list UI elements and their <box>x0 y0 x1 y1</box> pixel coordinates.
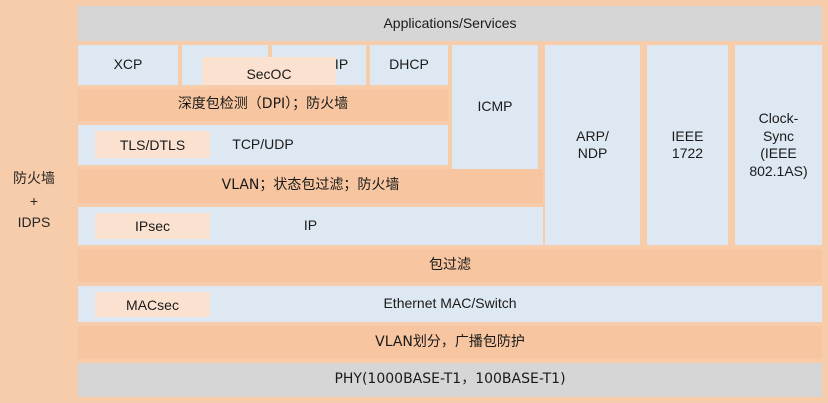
protocol-box-arp-ndp: ARP/ NDP <box>545 45 640 245</box>
band-vlan-stateful: VLAN；状态包过滤；防火墙 <box>78 169 543 203</box>
protocol-box-xcp: XCP <box>78 45 178 85</box>
protocol-label-arp-ndp: ARP/ NDP <box>576 127 609 162</box>
protocol-box-ieee1722: IEEE 1722 <box>647 45 728 245</box>
band-dpi-label: 深度包检测（DPI）；防火墙 <box>177 96 349 113</box>
band-packet-filter-label: 包过滤 <box>429 256 471 273</box>
protocol-label-icmp: ICMP <box>477 98 513 115</box>
protocol-label-xcp: XCP <box>113 56 143 73</box>
sidebar-label-line3: IDPS <box>17 214 51 231</box>
transport-label-tcp-udp: TCP/UDP <box>232 136 294 153</box>
secoc-overlay: SecOC <box>202 57 336 85</box>
band-vlan-broadcast: VLAN划分，广播包防护 <box>78 326 822 359</box>
applications-services-header: Applications/Services <box>78 6 822 41</box>
protocol-label-ieee1722: IEEE 1722 <box>671 127 704 162</box>
protocol-box-clock-sync: Clock- Sync (IEEE 802.1AS) <box>735 45 822 245</box>
band-packet-filter: 包过滤 <box>78 249 822 282</box>
datalink-label: Ethernet MAC/Switch <box>383 295 517 312</box>
band-dpi-firewall: 深度包检测（DPI）；防火墙 <box>78 89 448 121</box>
physical-row: PHY(1000BASE-T1，100BASE-T1) <box>78 363 822 397</box>
network-label-ip: IP <box>303 217 318 234</box>
network-chip-label: IPsec <box>134 218 170 234</box>
secoc-label: SecOC <box>246 66 292 82</box>
sidebar-firewall-idps: 防火墙 + IDPS <box>0 0 68 403</box>
sidebar-label-line2: + <box>29 192 39 209</box>
protocol-box-icmp: ICMP <box>452 45 538 169</box>
protocol-label-clock-sync: Clock- Sync (IEEE 802.1AS) <box>749 110 808 179</box>
band-vlan-broadcast-label: VLAN划分，广播包防护 <box>375 333 525 350</box>
datalink-chip-macsec: MACsec <box>95 292 210 317</box>
protocol-box-dhcp: DHCP <box>370 45 448 85</box>
physical-label: PHY(1000BASE-T1，100BASE-T1) <box>334 371 566 388</box>
protocol-label-dhcp: DHCP <box>389 56 429 73</box>
applications-services-label: Applications/Services <box>383 14 517 31</box>
network-chip-ipsec: IPsec <box>95 213 210 239</box>
transport-chip-tls-dtls: TLS/DTLS <box>95 131 210 158</box>
sidebar-label-line1: 防火墙 <box>13 170 55 187</box>
datalink-chip-label: MACsec <box>126 296 179 313</box>
transport-chip-label: TLS/DTLS <box>119 136 186 153</box>
band-vlan-stateful-label: VLAN；状态包过滤；防火墙 <box>221 177 400 194</box>
protocol-box-icmp-lower <box>452 207 538 245</box>
